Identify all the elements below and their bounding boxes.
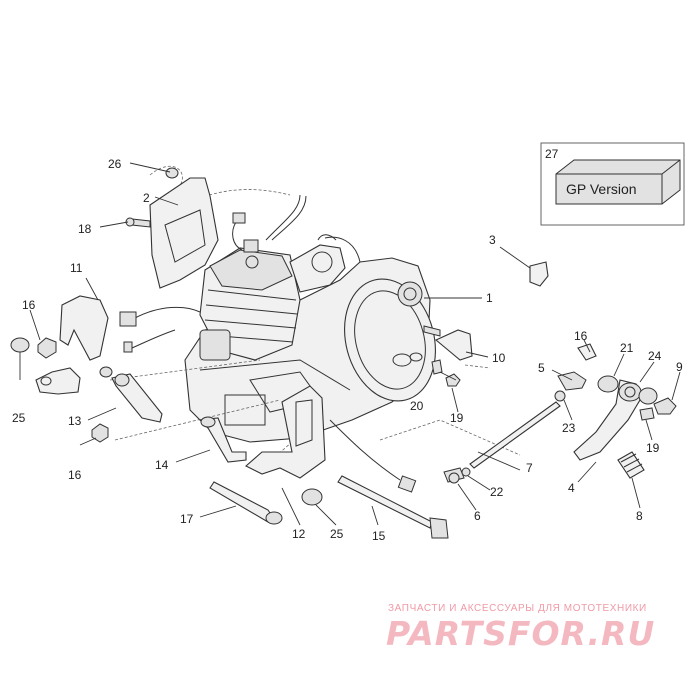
callout-10: 10 — [492, 351, 506, 365]
gp-box-label: GP Version — [566, 181, 637, 197]
callout-3: 3 — [489, 233, 496, 247]
gp-version-box: 27 GP Version — [540, 142, 685, 226]
part-bracket-group — [245, 385, 326, 506]
callout-7: 7 — [526, 461, 533, 475]
callout-25b: 25 — [330, 527, 344, 541]
callout-5: 5 — [538, 361, 545, 375]
callout-22: 22 — [490, 485, 504, 499]
callout-8: 8 — [636, 509, 643, 523]
callout-14: 14 — [155, 458, 169, 472]
part-cover-group — [125, 167, 219, 289]
watermark-caption: ЗАПЧАСТИ И АКСЕССУАРЫ ДЛЯ МОТОТЕХНИКИ — [388, 603, 647, 614]
part-gear-lever-group — [573, 343, 677, 479]
callout-16c: 16 — [574, 329, 588, 343]
callout-6: 6 — [474, 509, 481, 523]
part-clip — [529, 261, 549, 287]
callout-26: 26 — [108, 157, 122, 171]
callout-15: 15 — [372, 529, 386, 543]
callout-16a: 16 — [22, 298, 36, 312]
part-left-mount-group — [10, 295, 113, 443]
part-bolts-group — [209, 475, 449, 539]
callout-25a: 25 — [12, 411, 26, 425]
gp-box-number: 27 — [545, 147, 559, 161]
callout-18: 18 — [78, 222, 92, 236]
callout-24: 24 — [648, 349, 662, 363]
part-tubes-group — [111, 373, 247, 463]
callout-21: 21 — [620, 341, 634, 355]
callout-20: 20 — [410, 399, 424, 413]
leader-lines — [19, 162, 681, 526]
callout-13: 13 — [68, 414, 82, 428]
callout-19b: 19 — [646, 441, 660, 455]
callout-2: 2 — [143, 191, 150, 205]
callout-19a: 19 — [450, 411, 464, 425]
engine-assembly — [109, 165, 521, 493]
callout-4: 4 — [568, 481, 575, 495]
watermark-logo: PARTSFOR.RU — [386, 614, 656, 653]
callout-labels: 1 2 3 4 5 6 7 8 9 10 11 12 13 14 15 16 1… — [12, 157, 683, 543]
callout-12: 12 — [292, 527, 306, 541]
callout-17: 17 — [180, 512, 194, 526]
callout-1: 1 — [486, 291, 493, 305]
callout-9: 9 — [676, 360, 683, 374]
callout-16b: 16 — [68, 468, 82, 482]
callout-23: 23 — [562, 421, 576, 435]
callout-11: 11 — [70, 261, 83, 275]
